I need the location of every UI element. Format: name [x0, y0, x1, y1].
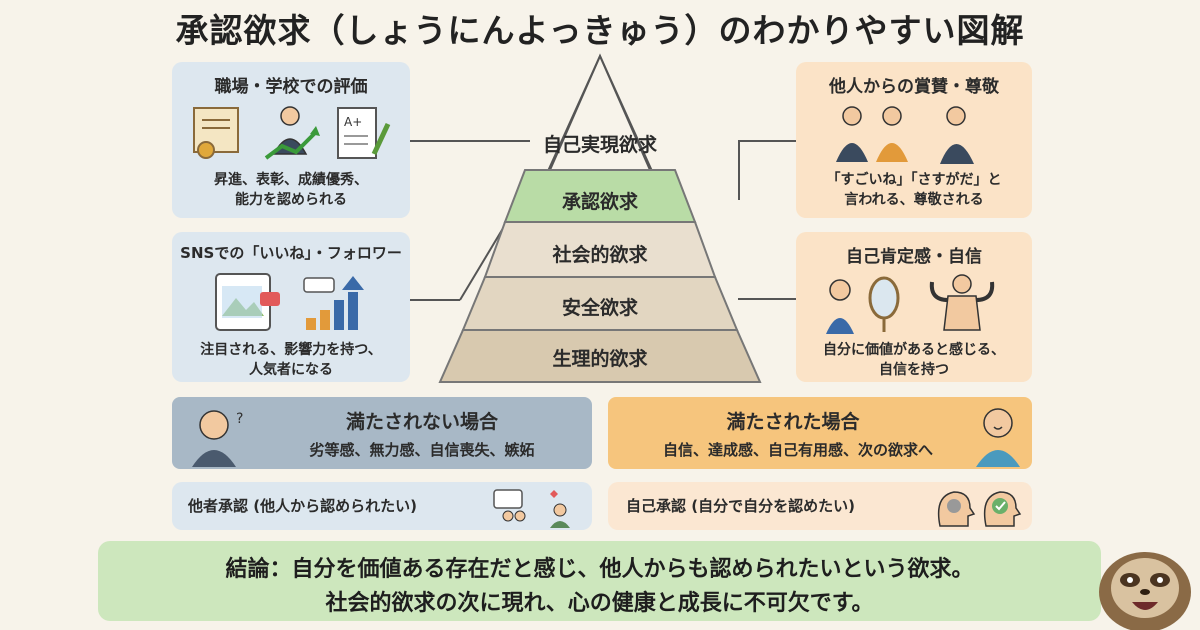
growth-chart-icon: [303, 276, 364, 330]
pyramid-label-physiological: 生理的欲求: [552, 348, 648, 370]
connector-line: [410, 140, 530, 142]
card-text-line: 自分に価値があると感じる、: [823, 342, 1005, 358]
unsatisfied-text: 劣等感、無力感、自信喪失、嫉妬: [309, 441, 535, 459]
connector-line: [738, 140, 796, 142]
conclusion-line-2: 社会的欲求の次に現れ、心の健康と成長に不可欠です。: [325, 591, 874, 616]
unsatisfied-title: 満たされない場合: [345, 411, 498, 433]
sad-person-icon: ?: [192, 410, 243, 467]
card-title: 職場・学校での評価: [214, 77, 368, 97]
satisfied-text: 自信、達成感、自己有用感、次の欲求へ: [662, 441, 933, 459]
card-text-line: 注目される、影響力を持つ、: [200, 342, 382, 358]
social-post-icon: [215, 273, 280, 331]
card-text-line: 言われる、尊敬される: [844, 192, 984, 208]
certificate-icon: [193, 107, 239, 159]
pyramid-label-social: 社会的欲求: [552, 244, 648, 266]
self-approval-label: 自己承認 (自分で自分を認めたい): [626, 497, 855, 515]
svg-text:A+: A+: [344, 115, 362, 129]
card-title: SNSでの「いいね」・フォロワー: [180, 244, 402, 262]
svg-text:?: ?: [236, 411, 243, 427]
card-text-line: 能力を認められる: [235, 192, 347, 208]
card-workplace-evaluation: 職場・学校での評価 A+ 昇進、表彰、成績優秀、 能力を認められる: [172, 62, 410, 218]
strong-man-icon: [929, 274, 995, 331]
people-approval-icon: [493, 489, 570, 528]
pyramid-label-safety: 安全欲求: [561, 297, 638, 319]
mirror-icon: [826, 276, 900, 334]
unsatisfied-band: ? 満たされない場合 劣等感、無力感、自信喪失、嫉妬: [172, 397, 592, 469]
other-approval-label: 他者承認 (他人から認められたい): [188, 497, 417, 515]
self-approval-box: 自己承認 (自分で自分を認めたい): [608, 482, 1032, 530]
card-self-esteem: 自己肯定感・自信 自分に価値があると感じる、 自信を持つ: [796, 232, 1032, 382]
head-check-icon: [937, 491, 1022, 527]
card-text-line: 昇進、表彰、成績優秀、: [214, 172, 368, 188]
card-text-line: 人気者になる: [249, 362, 333, 378]
sloth-mascot-icon: [1099, 552, 1191, 630]
conclusion-box: 結論：自分を価値ある存在だと感じ、他人からも認められたいという欲求。 社会的欲求…: [98, 541, 1101, 621]
card-text-line: 自信を持つ: [879, 362, 949, 378]
pyramid-label-approval: 承認欲求: [561, 191, 638, 213]
happy-person-icon: [976, 408, 1020, 467]
card-sns-likes: SNSでの「いいね」・フォロワー 注目される、影響力を持つ、 人気者になる: [172, 232, 410, 382]
pyramid-level-physio: [438, 329, 762, 383]
card-title: 他人からの賞賛・尊敬: [829, 77, 999, 97]
businessman-growth-icon: [264, 106, 320, 160]
card-title: 自己肯定感・自信: [846, 247, 982, 267]
card-praise-respect: 他人からの賞賛・尊敬 「すごいね」「さすがだ」と 言われる、尊敬される: [796, 62, 1032, 218]
page-title: 承認欲求（しょうにんよっきゅう）のわかりやすい図解: [175, 11, 1025, 50]
pyramid-label-self-actualization: 自己実現欲求: [542, 134, 657, 156]
connector-line: [738, 140, 740, 200]
other-approval-box: 他者承認 (他人から認められたい): [172, 482, 592, 530]
test-paper-icon: A+: [337, 107, 391, 159]
card-text-line: 「すごいね」「さすがだ」と: [826, 172, 1002, 188]
conclusion-line-1: 結論：自分を価値ある存在だと感じ、他人からも認められたいという欲求。: [225, 557, 974, 582]
pyramid-diagram: [438, 53, 762, 383]
clapping-people-icon: [836, 106, 908, 162]
satisfied-title: 満たされた場合: [726, 411, 860, 433]
satisfied-band: 満たされた場合 自信、達成感、自己有用感、次の欲求へ: [608, 397, 1032, 469]
bowing-man-icon: [940, 106, 974, 164]
connector-line: [738, 298, 796, 300]
